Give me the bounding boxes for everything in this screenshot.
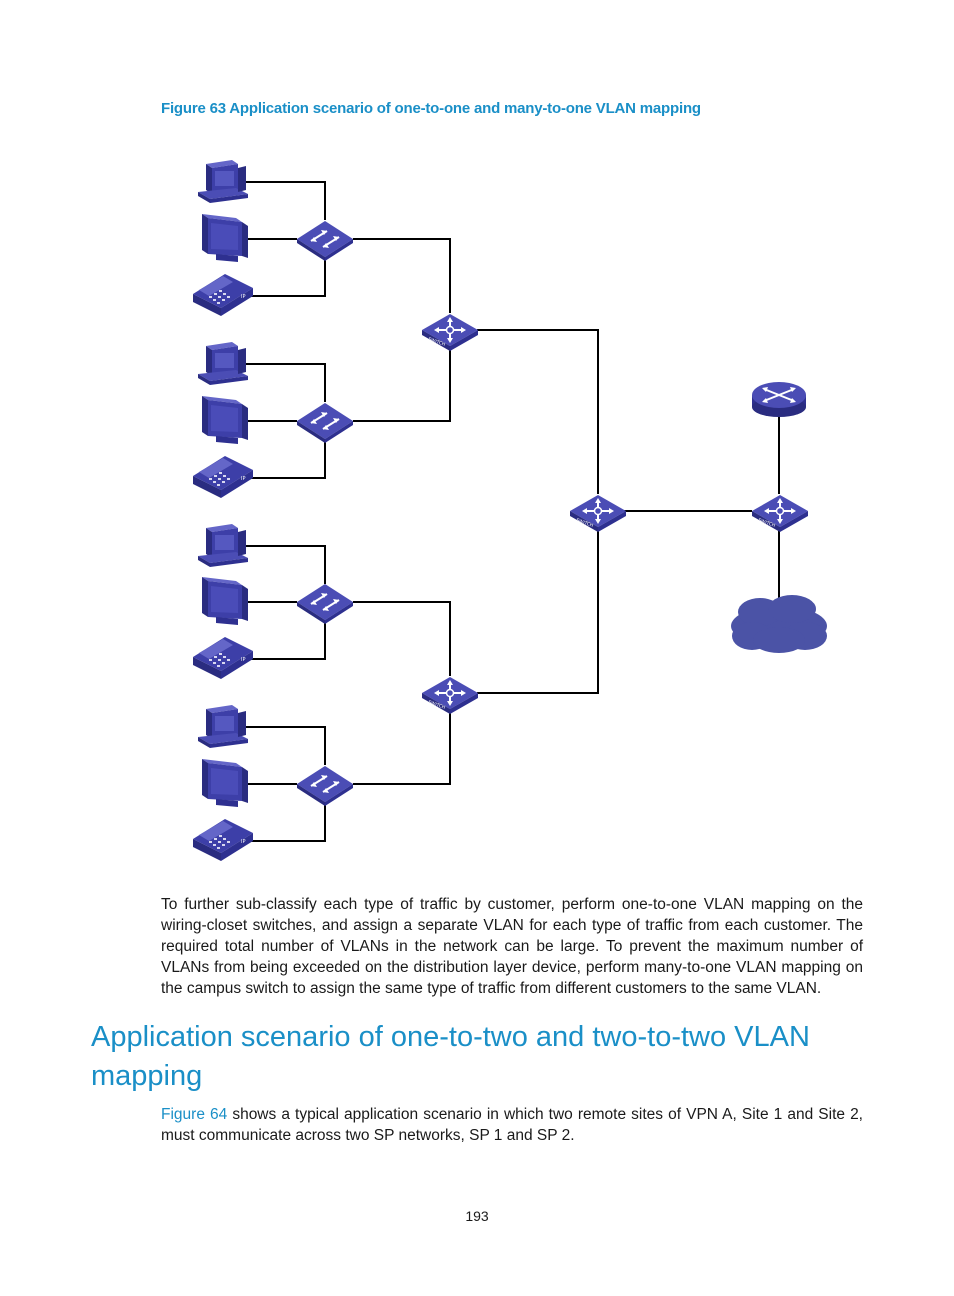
- ip-phone-icon: [193, 274, 253, 316]
- figure-caption: Figure 63 Application scenario of one-to…: [161, 100, 701, 117]
- workgroup-switch-icon: [296, 402, 354, 444]
- desktop-pc-icon: [198, 342, 248, 385]
- ip-phone-icon: [193, 456, 253, 498]
- section-heading: Application scenario of one-to-two and t…: [91, 1021, 810, 1092]
- distribution-switch-icon: [421, 313, 479, 352]
- ip-phone-icon: [193, 819, 253, 861]
- body-paragraph-2-text: shows a typical application scenario in …: [161, 1106, 863, 1144]
- desktop-pc-icon: [198, 524, 248, 567]
- campus-switch-icon: [569, 494, 627, 533]
- monitor-icon: [202, 214, 248, 262]
- figure-64-link[interactable]: Figure 64: [161, 1106, 228, 1123]
- body-paragraph-2: Figure 64 shows a typical application sc…: [161, 1104, 863, 1146]
- network-cloud-icon: [731, 595, 827, 653]
- monitor-icon: [202, 396, 248, 444]
- desktop-pc-icon: [198, 705, 248, 748]
- network-links: [243, 181, 780, 842]
- core-switch-icon: [751, 494, 809, 533]
- workgroup-switch-icon: [296, 220, 354, 262]
- router-icon: [751, 381, 807, 418]
- desktop-pc-icon: [198, 160, 248, 203]
- monitor-icon: [202, 577, 248, 625]
- ip-phone-icon: [193, 637, 253, 679]
- page-number: 193: [465, 1208, 489, 1224]
- distribution-switch-icon: [421, 676, 479, 715]
- workgroup-switch-icon: [296, 583, 354, 625]
- network-diagram: IP: [193, 160, 827, 861]
- workgroup-switch-icon: [296, 765, 354, 807]
- monitor-icon: [202, 759, 248, 807]
- body-paragraph: To further sub-classify each type of tra…: [161, 896, 863, 997]
